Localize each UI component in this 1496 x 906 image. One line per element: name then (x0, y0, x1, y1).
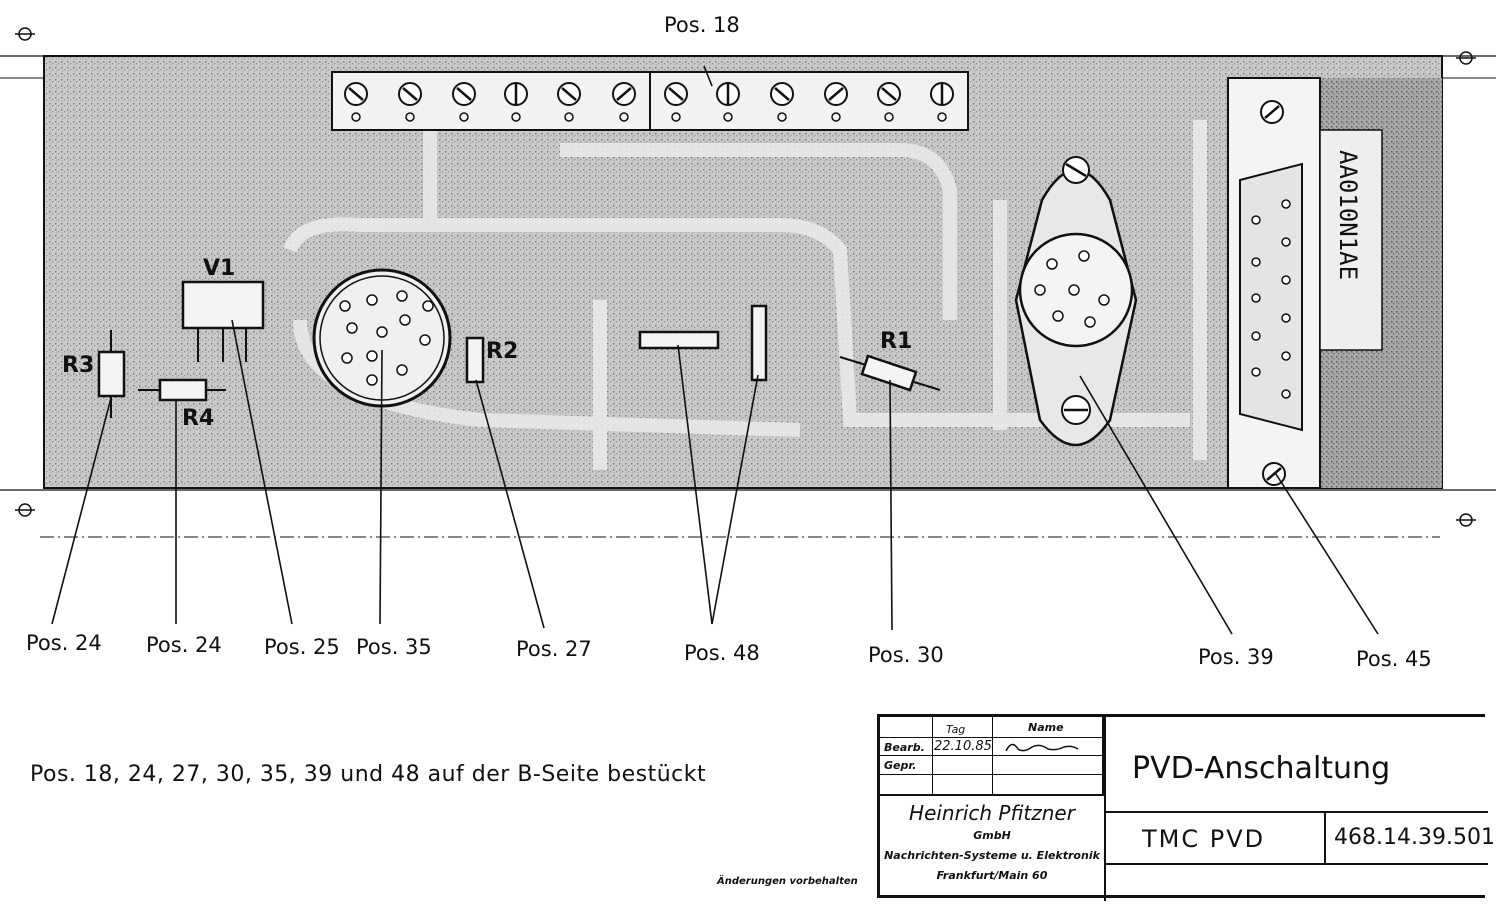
name-header: Name (1028, 721, 1064, 734)
bearb-label: Bearb. (884, 741, 925, 754)
v1-component (181, 280, 265, 362)
circular-socket (312, 268, 452, 408)
label-pos-24-left: Pos. 24 (26, 631, 102, 655)
r2-label: R2 (486, 339, 518, 364)
leader-lines (51, 65, 1379, 635)
terminal-strip (331, 71, 969, 131)
label-pos-18: Pos. 18 (664, 13, 740, 37)
label-pos-39: Pos. 39 (1198, 645, 1274, 669)
company-form: GmbH (973, 829, 1011, 842)
registration-marks (15, 27, 1476, 527)
label-pos-27: Pos. 27 (516, 637, 592, 661)
drawing-subtitle: TMC PVD (1142, 825, 1266, 853)
bearb-date: 22.10.85 (934, 739, 992, 754)
power-transistor (1014, 156, 1138, 447)
pos48-parts (638, 304, 768, 382)
r4-label: R4 (182, 406, 214, 431)
changes-note: Änderungen vorbehalten (717, 876, 858, 887)
label-pos-48: Pos. 48 (684, 641, 760, 665)
label-pos-24-right: Pos. 24 (146, 633, 222, 657)
tag-header: Tag (946, 723, 966, 736)
assembly-note: Pos. 18, 24, 27, 30, 35, 39 und 48 auf d… (30, 762, 707, 787)
r1-component (839, 354, 941, 392)
r2-component (465, 336, 485, 384)
r1-label: R1 (880, 329, 912, 354)
r4-component (138, 378, 226, 402)
company-line3: Frankfurt/Main 60 (936, 869, 1048, 882)
company-name: Heinrich Pfitzner (909, 801, 1075, 825)
gepr-label: Gepr. (884, 759, 917, 772)
drawing-title: PVD-Anschaltung (1132, 751, 1391, 786)
v1-label: V1 (203, 256, 235, 281)
drawing-number: 468.14.39.501 (1334, 825, 1495, 850)
dsub-connector (1227, 77, 1383, 489)
connector-print: AA010N1AE (1334, 150, 1362, 280)
label-pos-25: Pos. 25 (264, 635, 340, 659)
company-line2: Nachrichten-Systeme u. Elektronik (884, 849, 1100, 862)
r3-label: R3 (62, 353, 94, 378)
signature (1002, 739, 1082, 759)
label-pos-30: Pos. 30 (868, 643, 944, 667)
label-pos-45: Pos. 45 (1356, 647, 1432, 671)
label-pos-35: Pos. 35 (356, 635, 432, 659)
r3-component (97, 330, 126, 418)
title-block: Tag Name Bearb. 22.10.85 Gepr. Heinrich … (877, 714, 1495, 901)
